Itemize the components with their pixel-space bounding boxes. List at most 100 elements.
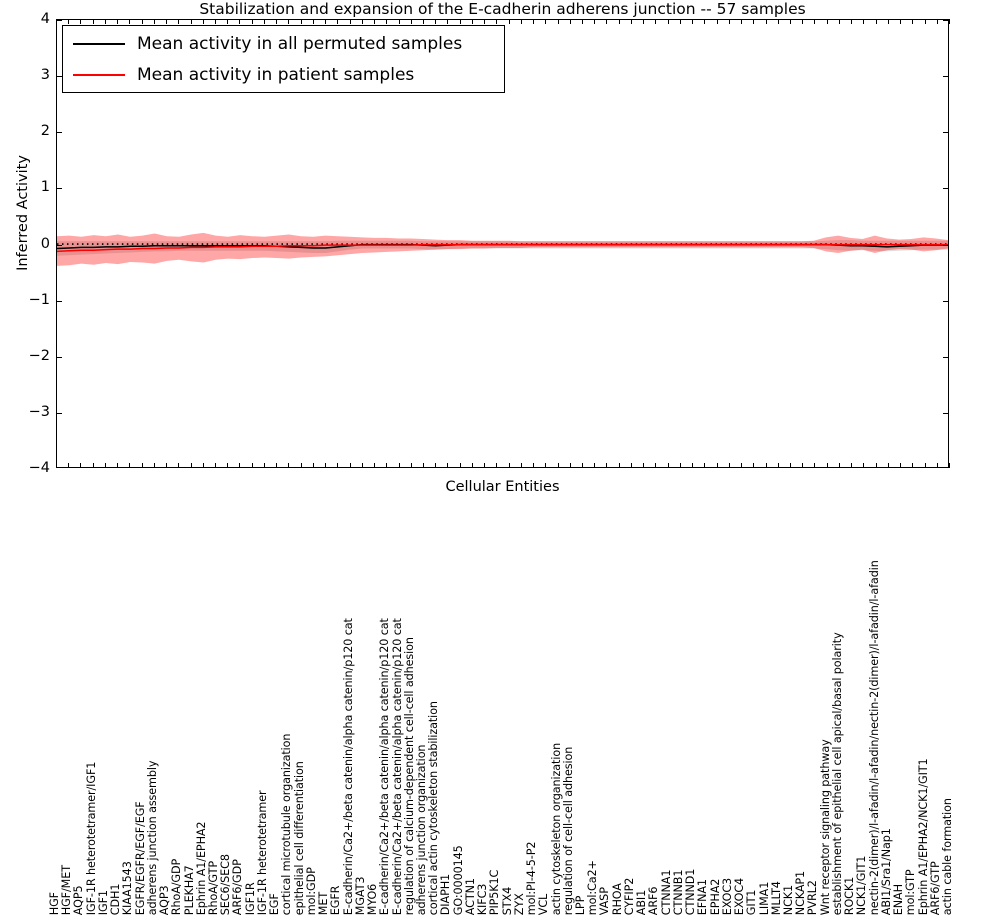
x-axis-tick-label: ENAH: [893, 884, 904, 915]
x-axis-tick-label: ROCK1: [844, 877, 855, 915]
x-axis-tick-label: ARF6/GTP: [930, 861, 941, 915]
x-axis-tick-label: CDH1: [110, 883, 121, 915]
chart-title: Stabilization and expansion of the E-cad…: [56, 0, 949, 19]
chart-figure: Stabilization and expansion of the E-cad…: [0, 0, 1000, 500]
x-axis-tick-label: IGF-1R heterotetramer: [257, 790, 268, 915]
x-axis-tick-label: CTNNB1: [673, 869, 684, 915]
y-axis-tick-mark: [57, 413, 62, 414]
x-axis-tick-label: EGF: [269, 893, 280, 915]
x-axis-tick-label: regulation of cell-cell adhesion: [563, 747, 574, 915]
x-axis-tick-label: IGF1R: [245, 882, 256, 915]
x-axis-tick-label: EXOC3: [722, 878, 733, 915]
x-axis-tick-label: E-cadherin/Ca2+/beta catenin/alpha caten…: [342, 618, 353, 915]
x-axis-tick-label: establishment of epithelial cell apical/…: [832, 632, 843, 915]
y-axis-tick-label: −1: [6, 293, 50, 308]
y-axis-tick-mark: [57, 188, 62, 189]
y-axis-tick-mark: [57, 245, 62, 246]
y-axis-tick-mark: [943, 20, 948, 21]
y-axis-tick-label: −3: [6, 405, 50, 420]
x-axis-tick-label: HGF: [49, 892, 60, 915]
x-axis-tick-label: DIAPH1: [440, 874, 451, 915]
y-axis-tick-mark: [57, 20, 62, 21]
x-axis-tick-label: EFNA1: [697, 879, 708, 915]
x-axis-tick-label: regulation of calcium-dependent cell-cel…: [404, 637, 415, 915]
x-axis-tick-label: MGAT3: [355, 876, 366, 915]
legend-label: Mean activity in all permuted samples: [137, 34, 462, 54]
x-axis-tick-label: RhoA/GTP: [208, 861, 219, 915]
x-axis-tick-label: mol:GTP: [905, 869, 916, 915]
y-axis-tick-label: 4: [6, 12, 50, 27]
x-axis-tick-label: GIT1: [746, 889, 757, 915]
x-axis-tick-label: EGFR: [330, 885, 341, 915]
y-axis-tick-mark: [57, 132, 62, 133]
x-axis-tick-label: NCK1: [783, 885, 794, 915]
x-axis-tick-label: ABI1: [636, 890, 647, 915]
y-axis-tick-mark: [943, 357, 948, 358]
x-axis-tick-label: NCK1/GIT1: [856, 856, 867, 915]
y-axis-tick-mark: [943, 132, 948, 133]
y-axis-tick-label: 0: [6, 237, 50, 252]
y-axis-tick-mark: [943, 413, 948, 414]
x-axis-tick-mark: [949, 463, 950, 468]
legend-item: Mean activity in patient samples: [63, 60, 504, 90]
x-axis-tick-label: RHOA: [612, 883, 623, 915]
x-axis-tick-label: ACTN1: [465, 878, 476, 915]
x-axis-tick-label: E-cadherin/Ca2+/beta catenin/alpha caten…: [391, 618, 402, 915]
x-axis-tick-label: adherens junction assembly: [147, 760, 158, 915]
x-axis-tick-label: SEC6/SEC8: [220, 854, 231, 915]
x-axis-tick-label: mol:PI-4-5-P2: [526, 841, 537, 915]
x-axis-tick-mark: [949, 19, 950, 24]
x-axis-tick-label: AQP5: [73, 885, 84, 915]
x-axis-tick-label: LIMA1: [758, 882, 769, 915]
x-axis-tick-label: Wnt receptor signaling pathway: [819, 739, 830, 915]
x-axis-tick-label: CTNNA1: [660, 869, 671, 915]
x-axis-tick-label: actin cytoskeleton organization: [550, 743, 561, 915]
x-axis-tick-label: ZYX: [514, 893, 525, 915]
x-axis-tick-label: ARF6: [648, 886, 659, 915]
x-axis-tick-label: HGF/MET: [61, 865, 72, 915]
x-axis-tick-label: mol:GDP: [306, 867, 317, 915]
x-axis-tick-label: E-cadherin/Ca2+/beta catenin/alpha caten…: [379, 618, 390, 915]
legend-label: Mean activity in patient samples: [137, 65, 414, 85]
x-axis-tick-label: EPHA2: [709, 879, 720, 915]
x-axis-tick-label: IGF1: [98, 890, 109, 915]
x-axis-tick-label: LPP: [575, 896, 586, 915]
y-axis-tick-mark: [57, 357, 62, 358]
x-axis-tick-label: NCKAP1: [795, 871, 806, 915]
x-axis-tick-label: CYFIP2: [624, 878, 635, 915]
x-axis-tick-label: VCL: [538, 894, 549, 915]
y-axis-tick-mark: [943, 245, 948, 246]
x-axis-tick-label: PVRL2: [807, 880, 818, 915]
legend-item: Mean activity in all permuted samples: [63, 29, 504, 59]
x-axis-tick-label: cortical microtubule organization: [281, 733, 292, 915]
x-axis-tick-label: mol:Ca2+: [587, 860, 598, 915]
x-axis-tick-label: VASP: [599, 887, 610, 915]
x-axis-tick-label: IGF-1R heterotetramer/IGF1: [85, 761, 96, 915]
x-axis-tick-label: GO:0000145: [452, 845, 463, 915]
x-axis-tick-label: MYO6: [367, 884, 378, 915]
x-axis-tick-label: EGFR/EGFR/EGF/EGF: [134, 801, 145, 915]
y-axis-tick-label: 1: [6, 180, 50, 195]
x-axis-tick-label: epithelial cell differentiation: [293, 761, 304, 915]
y-axis-tick-mark: [943, 76, 948, 77]
x-axis-tick-label: adherens junction organization: [416, 744, 427, 915]
y-axis-tick-label: −2: [6, 349, 50, 364]
x-axis-tick-label: actin cable formation: [942, 798, 953, 915]
y-axis-tick-mark: [57, 301, 62, 302]
x-axis-tick-label: ABI1/Sra1/Nap1: [881, 828, 892, 915]
x-axis-tick-label: PIP5K1C: [489, 870, 500, 915]
x-axis-label: Cellular Entities: [56, 479, 949, 495]
x-axis-tick-label: STX4: [501, 887, 512, 915]
x-axis-tick-label: PLEKHA7: [183, 865, 194, 915]
x-axis-tick-label: MLLT4: [771, 881, 782, 915]
y-axis-tick-mark: [943, 188, 948, 189]
x-axis-tick-label: ARF6/GDP: [232, 859, 243, 915]
x-axis-tick-label: Ephrin A1/EPHA2/NCK1/GIT1: [917, 758, 928, 915]
x-axis-tick-label: AQP3: [159, 885, 170, 915]
y-axis-tick-label: 3: [6, 68, 50, 83]
y-axis-tick-label: −4: [6, 461, 50, 476]
x-axis-tick-label: CTNND1: [685, 868, 696, 915]
legend-line-swatch: [73, 43, 125, 45]
